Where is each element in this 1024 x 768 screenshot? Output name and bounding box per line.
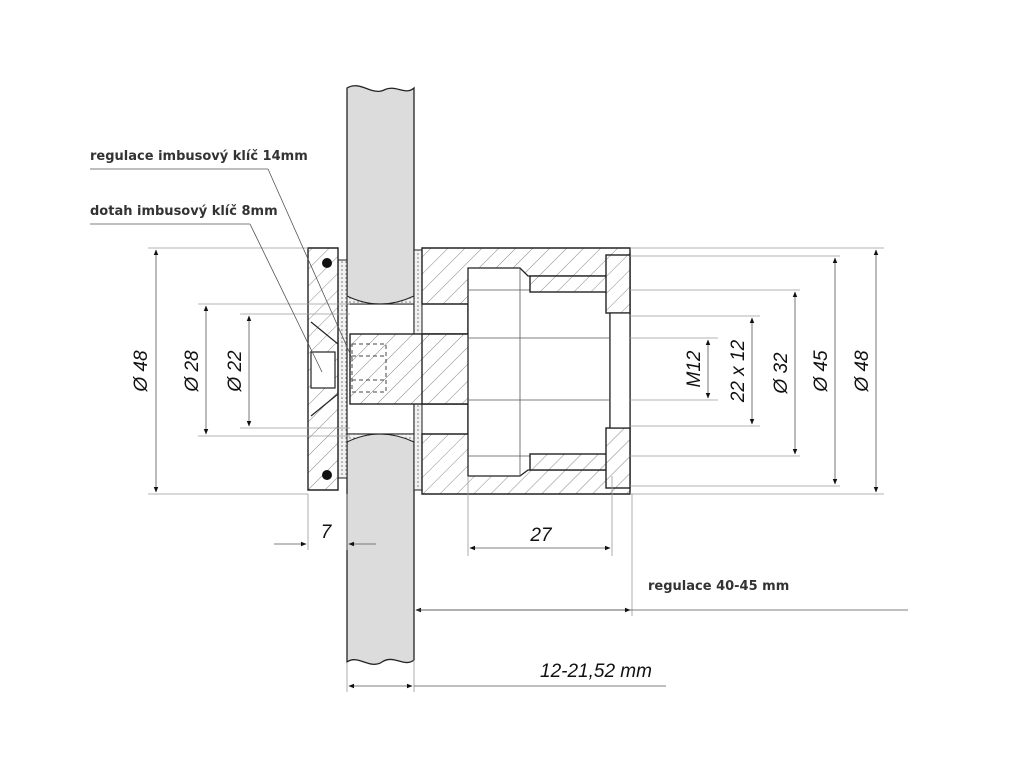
cap-recess xyxy=(310,351,336,389)
oring-top xyxy=(322,258,332,268)
dim-glass-thickness: 12-21,52 mm xyxy=(540,661,652,682)
dim-d45: Ø 45 xyxy=(811,350,832,393)
dim-d22: Ø 22 xyxy=(225,350,246,393)
oring-bottom xyxy=(322,470,332,480)
bolt-hex-socket xyxy=(351,343,387,393)
dim-width-7: 7 xyxy=(321,522,333,543)
thread-insert xyxy=(529,275,611,293)
dim-d48-left: Ø 48 xyxy=(131,350,152,393)
dim-d48-right: Ø 48 xyxy=(852,350,873,393)
front-cap xyxy=(605,254,631,314)
gasket-left xyxy=(337,259,348,479)
front-opening xyxy=(609,312,631,429)
dim-22x12: 22 x 12 xyxy=(728,339,749,403)
note-regulace-rozsah: regulace 40-45 mm xyxy=(648,579,789,594)
dim-width-27: 27 xyxy=(529,525,553,546)
note-regulace-klic: regulace imbusový klíč 14mm xyxy=(90,149,308,164)
front-cap-lower xyxy=(605,427,631,489)
dim-m12: M12 xyxy=(684,350,705,387)
cap-countersink xyxy=(310,321,339,417)
inner-bore xyxy=(467,267,611,477)
thread-insert-lower xyxy=(529,453,611,471)
dim-d32: Ø 32 xyxy=(771,352,792,395)
note-dotah-klic: dotah imbusový klíč 8mm xyxy=(90,204,278,219)
dim-d28: Ø 28 xyxy=(182,350,203,393)
